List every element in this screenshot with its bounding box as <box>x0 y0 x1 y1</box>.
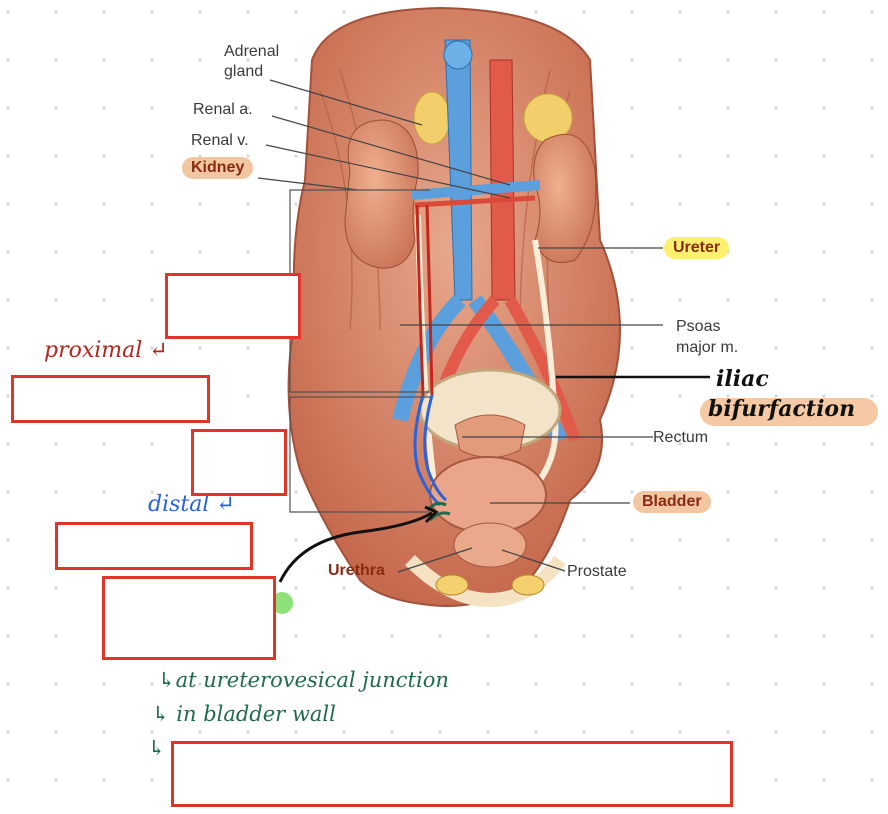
distal-ureter-highlight-2 <box>423 394 447 502</box>
answer-box-2 <box>11 375 210 423</box>
anatomy-illustration <box>287 6 621 608</box>
label-ureter: Ureter <box>664 237 730 259</box>
label-prostate: Prostate <box>567 563 627 580</box>
label-adrenal-line2: gland <box>224 63 264 80</box>
annotation-arrow-3: ↳ <box>148 736 166 760</box>
label-kidney: Kidney <box>182 157 254 179</box>
proximal-ureter-highlight <box>415 204 425 396</box>
label-psoas-line1: Psoas <box>676 318 721 335</box>
label-rectum: Rectum <box>653 429 709 446</box>
annotation-iliac-line2: bifurfaction <box>708 396 856 422</box>
junction-arrow <box>278 511 433 583</box>
answer-box-5 <box>102 576 276 660</box>
label-renal-artery: Renal a. <box>193 101 253 118</box>
junction-arrowhead <box>424 505 439 524</box>
answer-box-4 <box>55 522 253 570</box>
label-bladder: Bladder <box>633 491 711 513</box>
annotation-ureterovesical: ↳at ureterovesical junction <box>158 668 449 692</box>
annotation-distal: distal ↵ <box>148 492 235 517</box>
answer-box-3 <box>191 429 287 496</box>
annotation-iliac-line1: iliac <box>716 366 769 392</box>
annotation-proximal: proximal ↵ <box>44 338 168 363</box>
answer-box-1 <box>165 273 301 339</box>
label-adrenal-line1: Adrenal <box>224 43 280 60</box>
leader-lines <box>257 79 663 573</box>
label-renal-vein: Renal v. <box>191 132 249 149</box>
answer-box-6 <box>171 741 733 807</box>
green-dot <box>271 592 293 614</box>
proximal-ureter-highlight-2 <box>425 204 434 396</box>
distal-ureter-highlight <box>413 394 441 507</box>
iliac-highlight <box>700 398 878 426</box>
label-urethra: Urethra <box>328 562 385 579</box>
annotation-bladder-wall: ↳ in bladder wall <box>152 702 336 726</box>
label-psoas-line2: major m. <box>676 339 739 356</box>
